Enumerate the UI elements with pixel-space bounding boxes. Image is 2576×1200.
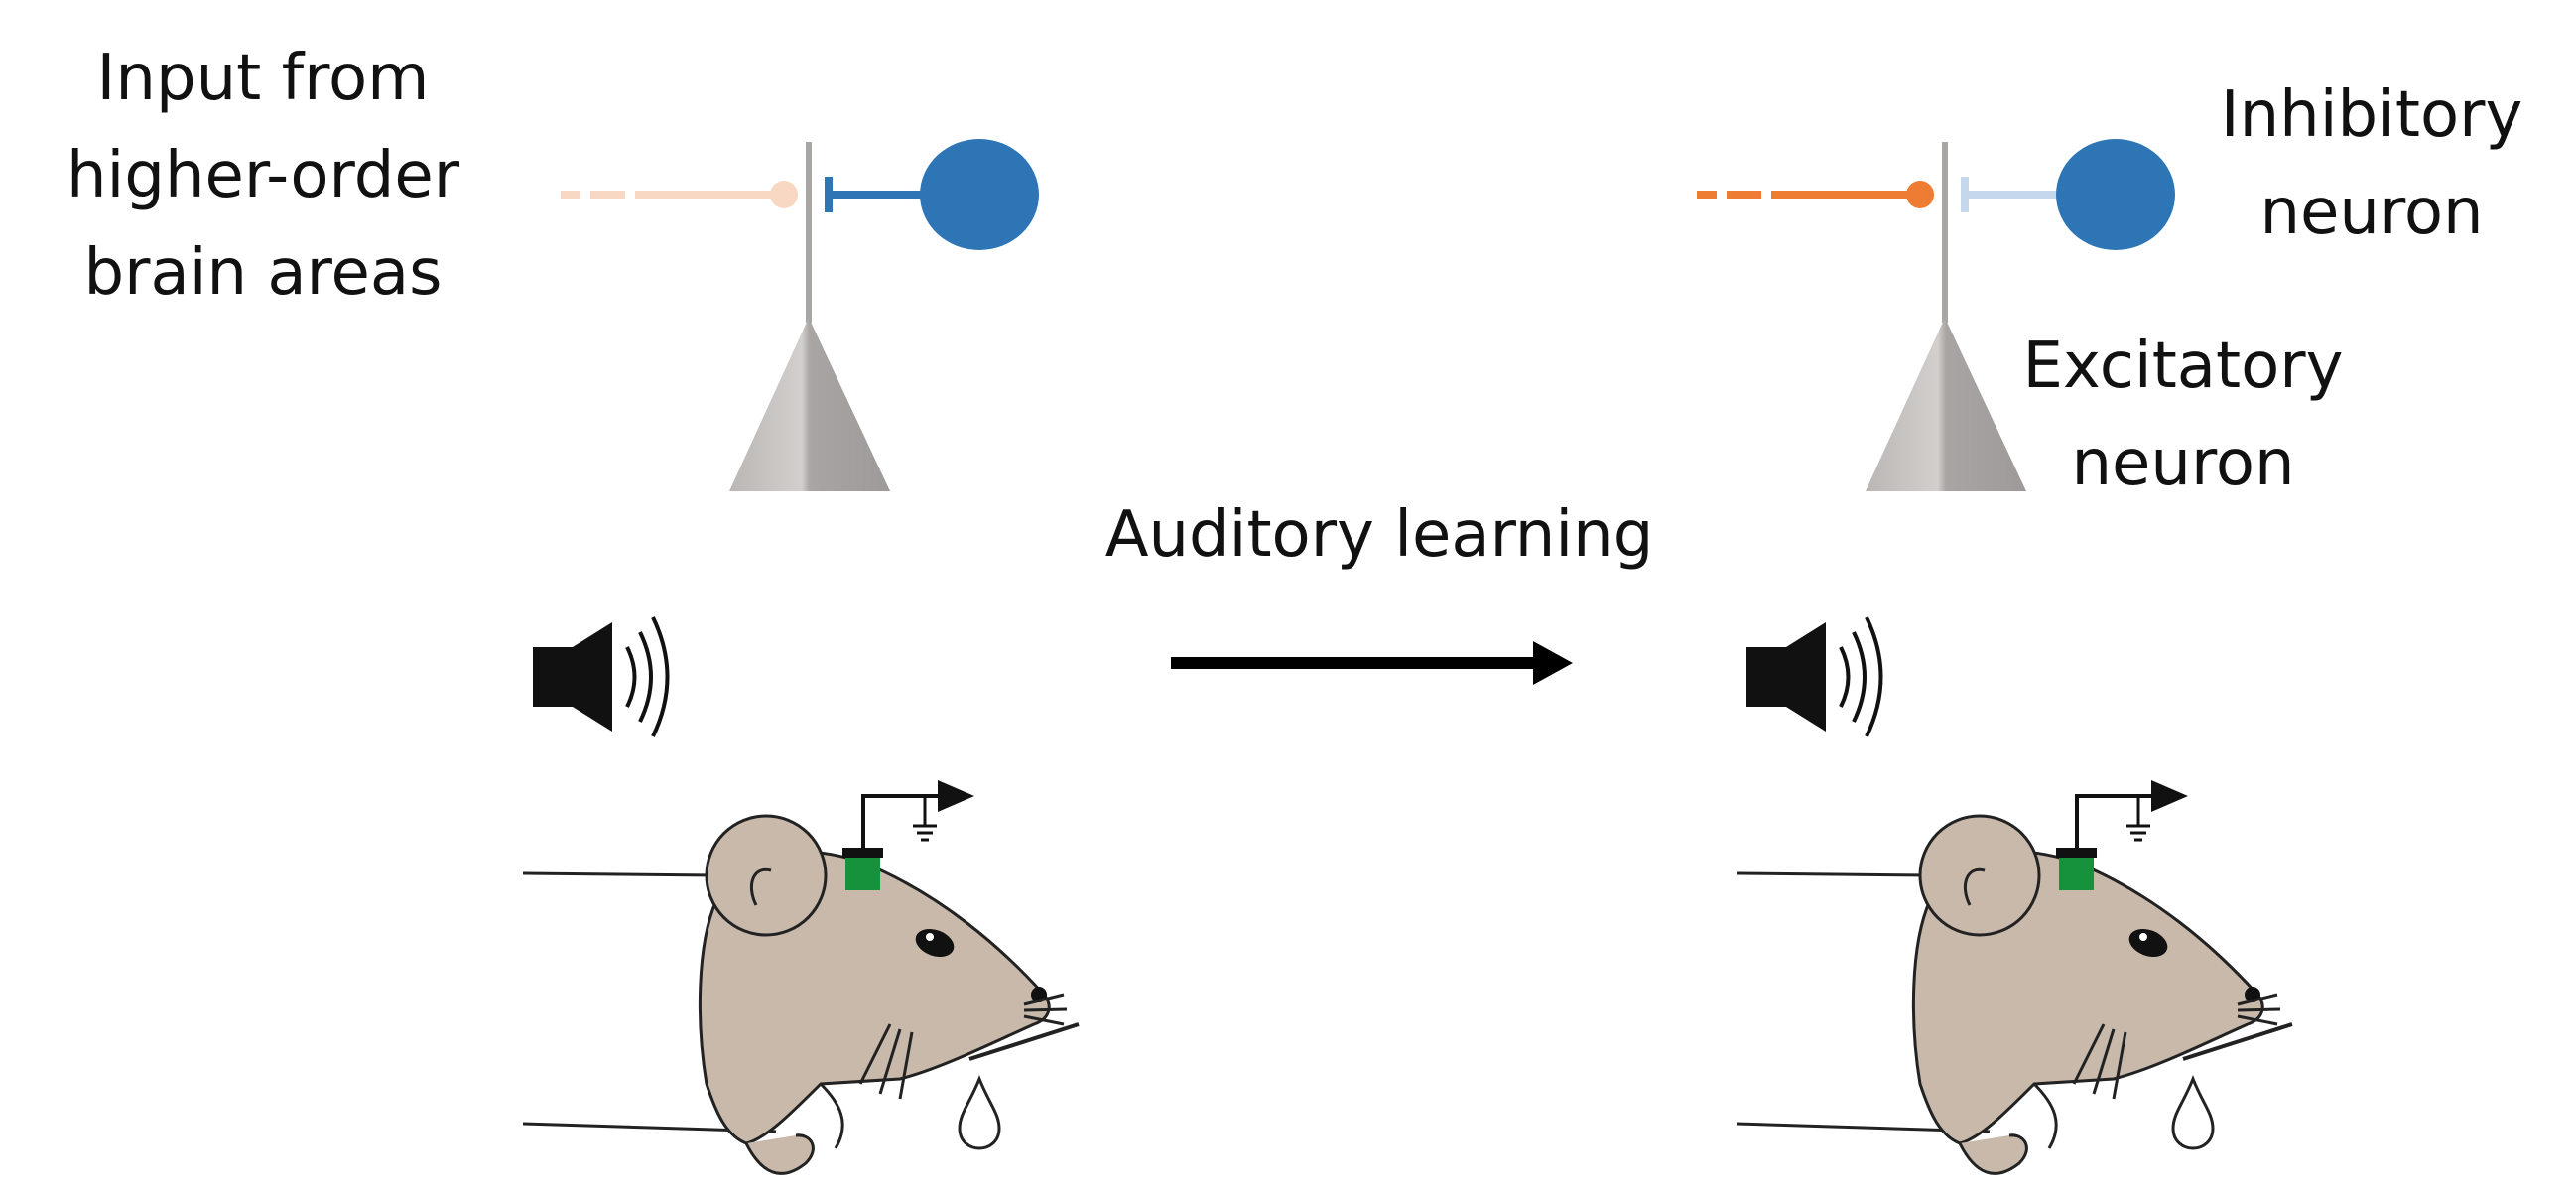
excitatory-label-line-1: Excitatory xyxy=(2022,330,2344,403)
circuit-after xyxy=(1697,139,2175,491)
inhibitory-label-line-2: neuron xyxy=(2259,176,2484,249)
inhibitory-neuron-before xyxy=(920,139,1039,250)
input-label-line-3: brain areas xyxy=(83,236,443,310)
learning-arrow xyxy=(1171,641,1573,685)
auditory-learning-label: Auditory learning xyxy=(1104,498,1654,572)
input-label: Input from higher-order brain areas xyxy=(25,30,501,322)
excitatory-soma-after xyxy=(1866,318,2026,491)
input-label-line-1: Input from xyxy=(96,42,430,115)
inhibitory-label-line-1: Inhibitory xyxy=(2220,78,2523,152)
excitatory-label: Excitatory neuron xyxy=(1975,318,2391,512)
excitatory-synapse-icon xyxy=(770,181,798,208)
excitatory-synapse-icon xyxy=(1906,181,1934,208)
circuit-before xyxy=(561,139,1039,491)
excitatory-soma-before xyxy=(729,318,890,491)
inhibitory-label: Inhibitory neuron xyxy=(2173,67,2570,261)
mouse-icon xyxy=(1735,615,2294,1176)
inhibitory-neuron-after xyxy=(2056,139,2175,250)
input-label-line-2: higher-order xyxy=(65,139,460,212)
excitatory-label-line-2: neuron xyxy=(2071,427,2295,500)
mouse-icon xyxy=(521,615,1081,1176)
